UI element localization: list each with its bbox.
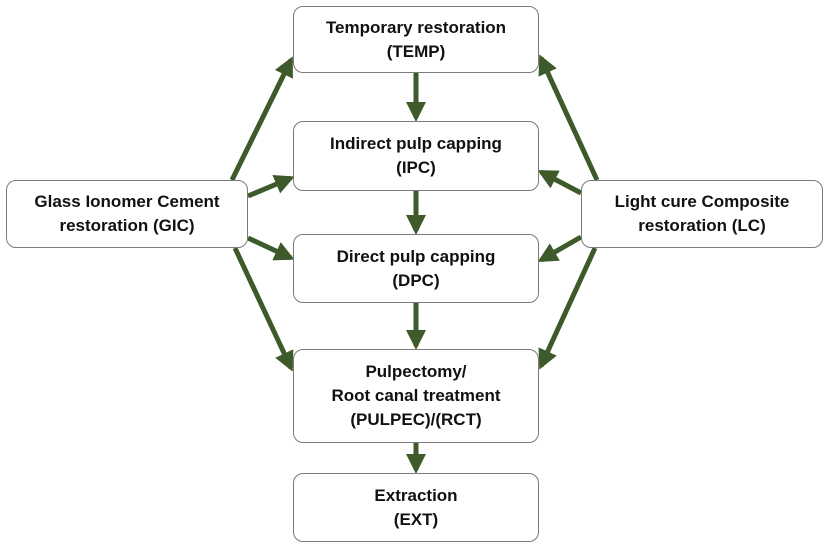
node-rct-line-3: (PULPEC)/(RCT) (350, 410, 482, 429)
node-gic-line-2: restoration (GIC) (59, 216, 195, 235)
arrow-lc-to-temp (538, 54, 600, 182)
node-gic-line-1: Glass Ionomer Cement (34, 192, 220, 211)
node-lc-line-2: restoration (LC) (638, 216, 766, 235)
arrow-lc-to-rct (538, 246, 598, 370)
node-dpc-line-1: Direct pulp capping (336, 246, 496, 266)
node-temporary-restoration: Temporary restoration (TEMP) (293, 6, 539, 73)
node-direct-pulp-capping: Direct pulp capping (DPC) (293, 234, 539, 303)
node-pulpectomy-root-canal-treatment: Pulpectomy/ Root canal treatment (PULPEC… (293, 349, 539, 443)
node-light-cure-composite-restoration: Light cure Composite restoration (LC) (581, 180, 823, 248)
node-temp-line-1: Temporary restoration (325, 17, 507, 37)
node-rct-line-2: Root canal treatment (331, 386, 501, 405)
arrow-gic-to-rct (232, 246, 294, 372)
arrow-gic-to-temp (229, 56, 294, 182)
node-glass-ionomer-cement-restoration: Glass Ionomer Cement restoration (GIC) (6, 180, 248, 248)
arrow-gic-to-dpc (246, 235, 295, 261)
node-temp-line-2: (TEMP) (386, 41, 446, 61)
node-lc-line-1: Light cure Composite (614, 192, 790, 211)
node-dpc-line-2: (DPC) (392, 270, 440, 290)
arrow-lc-to-ipc (537, 169, 583, 196)
node-indirect-pulp-capping: Indirect pulp capping (IPC) (293, 121, 539, 191)
node-ipc-line-1: Indirect pulp capping (330, 134, 502, 153)
node-ext-line-1: Extraction (374, 485, 458, 505)
node-ext-line-2: (EXT) (393, 509, 439, 529)
node-extraction: Extraction (EXT) (293, 473, 539, 542)
arrow-lc-to-dpc (537, 234, 583, 263)
node-rct-line-1: Pulpectomy/ (365, 362, 467, 381)
arrow-gic-to-ipc (247, 174, 295, 199)
node-ipc-line-2: (IPC) (396, 158, 436, 177)
